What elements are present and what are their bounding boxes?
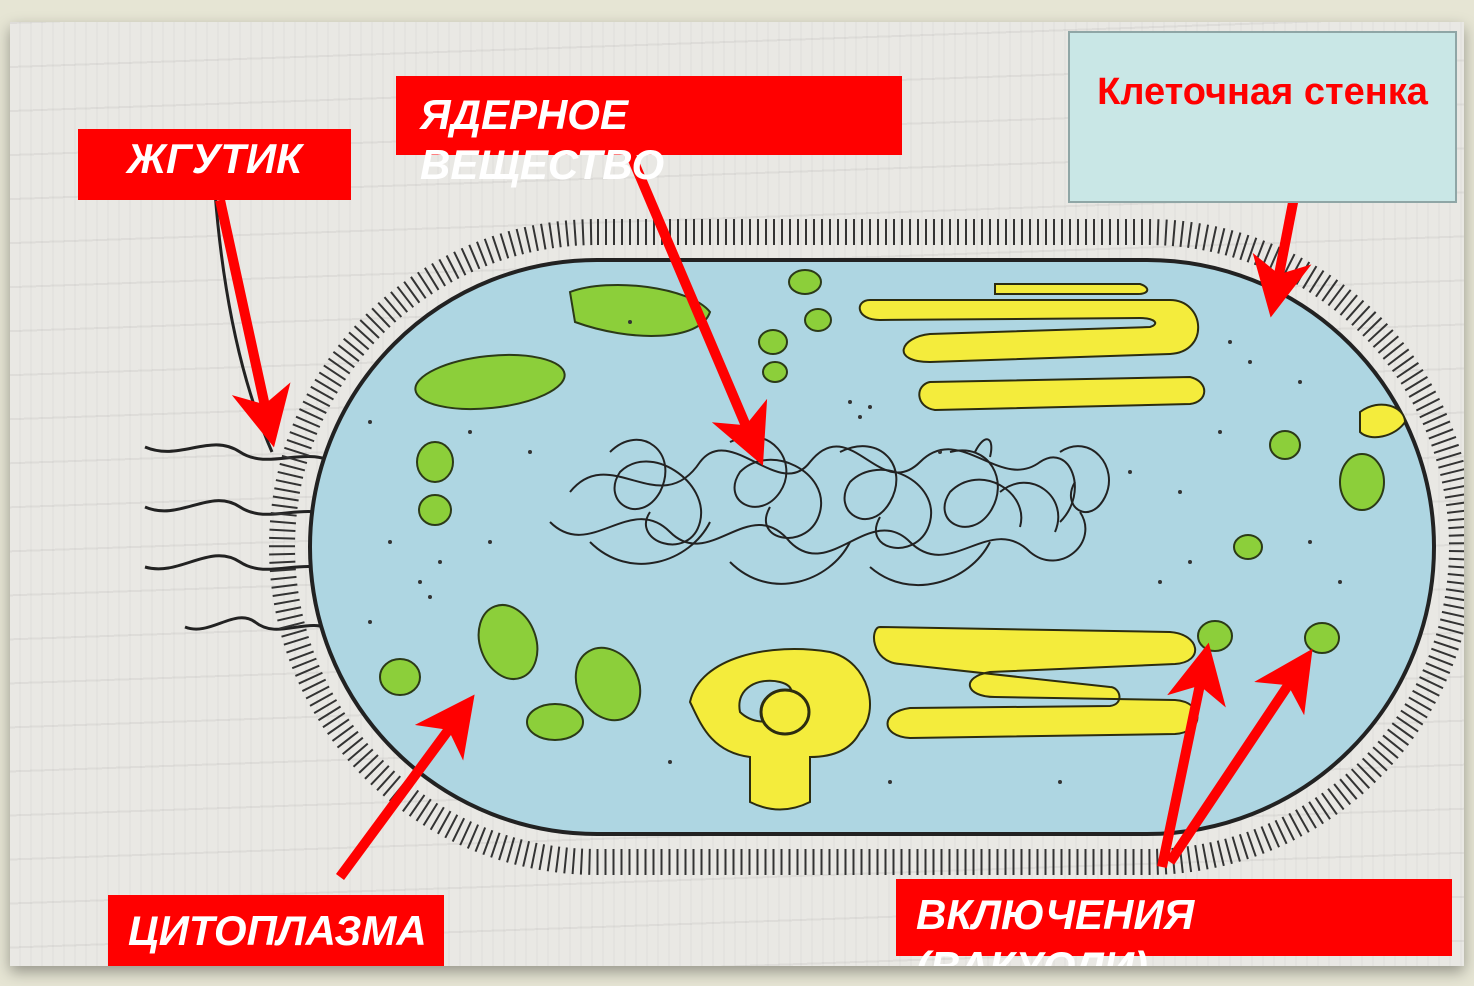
cytoplasm-body [310, 260, 1434, 834]
arrow-flagellum [220, 200, 268, 420]
label-cytoplasm: ЦИТОПЛАЗМА [108, 895, 444, 966]
slide-frame: ЖГУТИК ЯДЕРНОЕ ВЕЩЕСТВО Клеточная стенка… [10, 22, 1464, 966]
label-nucleoid: ЯДЕРНОЕ ВЕЩЕСТВО [396, 76, 902, 155]
label-cell-wall: Клеточная стенка [1068, 31, 1457, 203]
label-flagellum: ЖГУТИК [78, 129, 351, 200]
label-inclusions: ВКЛЮЧЕНИЯ (ВАКУОЛИ) [896, 879, 1452, 956]
